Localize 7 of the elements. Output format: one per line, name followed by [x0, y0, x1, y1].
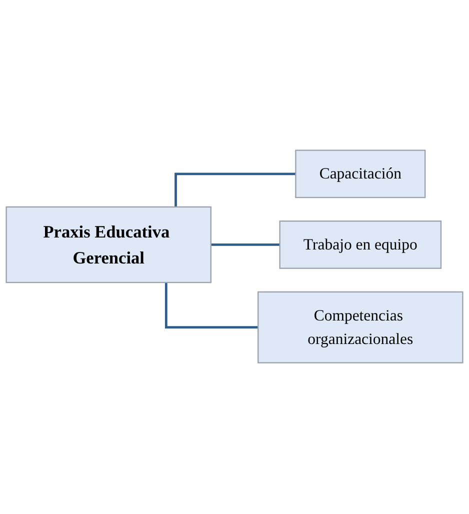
node-box: Competencias organizacionales [258, 292, 464, 364]
connector [174, 173, 296, 208]
connector [164, 282, 258, 329]
node-box: Capacitación [295, 150, 426, 199]
node-box: Praxis Educativa Gerencial [6, 206, 212, 284]
connector [210, 244, 280, 246]
node-box: Trabajo en equipo [279, 221, 442, 270]
